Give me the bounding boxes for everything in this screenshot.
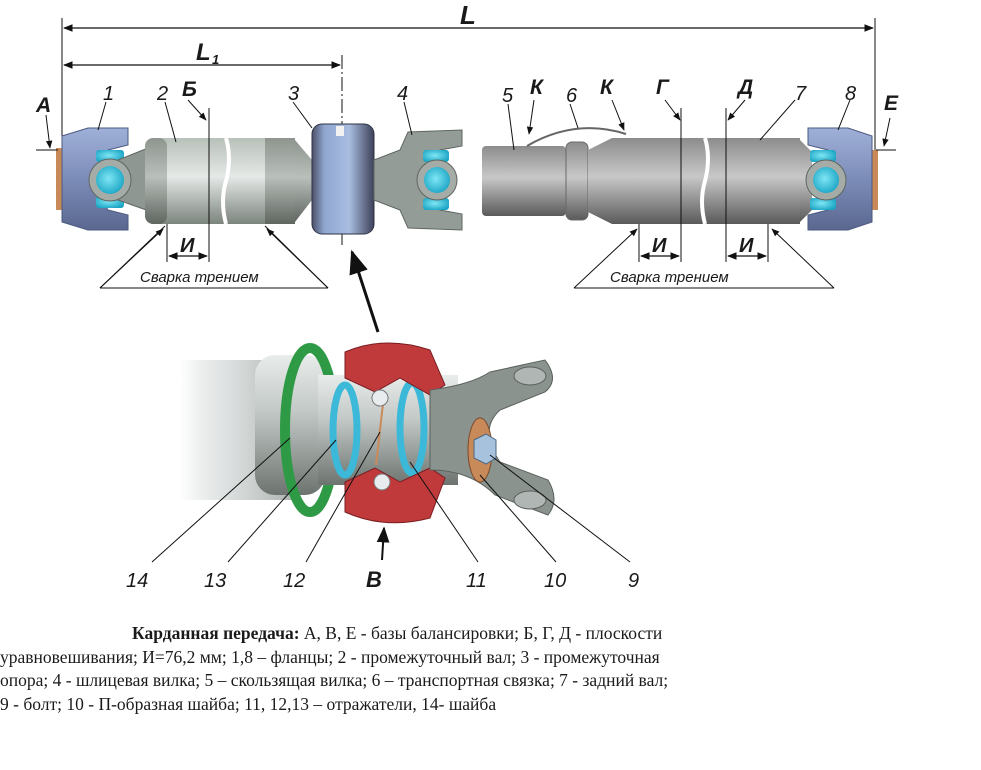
reflector-12 [375,394,385,466]
top-labels: А 1 2 Б 3 4 5 К 6 К Г Д 7 8 Е И И И Свар… [35,76,899,286]
rubber-cushion-top [344,342,446,396]
rear-shaft-7 [640,138,800,224]
label-part-3: 3 [288,83,299,105]
detail-labels: 14 13 12 В 11 10 9 [126,567,639,592]
label-part-12: 12 [283,570,305,592]
label-I-1: И [180,235,195,257]
cardan-shaft-assembly [56,123,878,235]
label-part-13: 13 [204,570,226,592]
label-part-8: 8 [845,83,856,105]
detail-leader-lines [151,431,631,563]
figure-caption: Карданная передача: А, В, Е - базы балан… [0,622,981,716]
label-K-left: К [530,76,545,99]
label-part-2: 2 [156,83,168,105]
bearing-cap [96,166,124,194]
caption-line-2: уравновешивания; И=76,2 мм; 1,8 – фланцы… [0,646,660,667]
label-part-1: 1 [103,83,114,105]
caption-line-4: 9 - болт; 10 - П-образная шайба; 11, 12,… [0,693,497,714]
label-part-6: 6 [566,85,578,107]
dimension-L1-label: L [196,39,211,66]
label-part-10: 10 [544,570,566,592]
label-part-14: 14 [126,570,148,592]
right-flange-face [870,150,878,210]
caption-line-3: опора; 4 - шлицевая вилка; 5 – скользяща… [0,670,669,690]
label-I-3: И [739,235,754,257]
left-flange-face [56,148,64,210]
label-base-V: В [366,567,382,592]
dimension-L: L [61,0,876,150]
cross-bearing [96,150,124,162]
sliding-yoke-5 [482,146,566,216]
leader-lines [36,99,896,333]
intermediate-support-detail [180,342,555,524]
label-part-4: 4 [397,83,408,105]
label-base-A: А [35,94,51,117]
dimension-L1-subscript: 1 [212,52,219,67]
break-mark [221,137,231,225]
friction-weld-label-left: Сварка трением [140,269,259,286]
bolt-9 [473,433,497,465]
intermediate-support-3 [311,123,375,235]
transport-link-6 [526,127,627,147]
caption-title: Карданная передача: [132,623,300,643]
label-part-7: 7 [795,83,807,105]
cardan-shaft-diagram: L L 1 [35,0,899,592]
label-plane-D: Д [736,76,753,99]
label-I-2: И [652,235,667,257]
friction-weld-label-right: Сварка трением [610,269,729,286]
label-part-9: 9 [628,570,639,592]
label-K-right: К [600,76,615,99]
intermediate-shaft-2 [145,138,295,224]
label-part-11: 11 [466,570,487,592]
dimension-L-label: L [460,0,476,30]
reflector-13 [329,381,361,479]
label-plane-B: Б [182,78,197,101]
label-base-E: Е [884,92,899,115]
caption-line-1: Карданная передача: А, В, Е - базы балан… [0,622,981,646]
balancing-plane-lines [166,108,769,262]
label-part-5: 5 [502,85,514,107]
label-plane-G: Г [656,76,670,99]
caption-text-1: А, В, Е - базы балансировки; Б, Г, Д - п… [303,623,663,643]
